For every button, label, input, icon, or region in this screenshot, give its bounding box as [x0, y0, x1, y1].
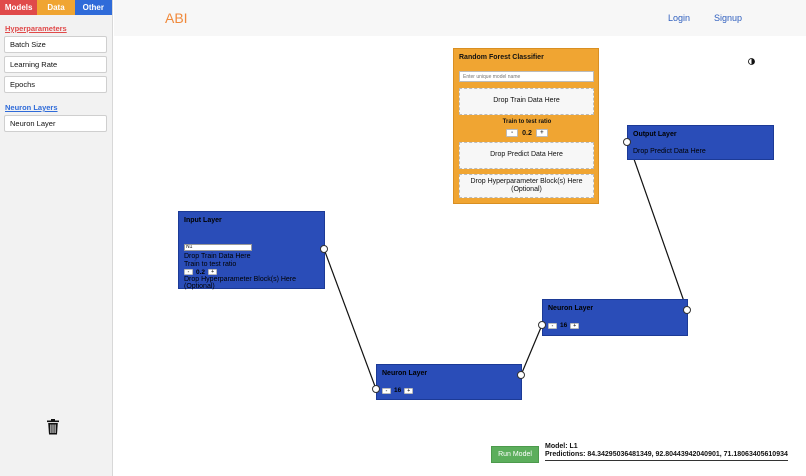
output-layer-input-handle[interactable] — [623, 138, 631, 146]
contrast-icon[interactable] — [748, 58, 755, 65]
neuron-count-stepper: - 16 + — [382, 387, 414, 394]
input-layer-title: Input Layer — [184, 217, 222, 224]
random-forest-classifier-block[interactable]: Random Forest Classifier Drop Train Data… — [453, 48, 599, 204]
input-layer-ratio-label: Train to test ratio — [184, 260, 237, 268]
rf-ratio-increment-button[interactable]: + — [535, 129, 548, 137]
input-layer-ratio-stepper: - 0.2 + — [184, 269, 309, 276]
neuron-layer-title: Neuron Layer — [548, 305, 594, 312]
tab-other[interactable]: Other — [74, 0, 112, 15]
connection-line — [323, 248, 377, 390]
input-layer-block[interactable]: Input Layer Drop Train Data Here Train t… — [178, 211, 325, 291]
signup-link[interactable]: Signup — [714, 13, 743, 23]
tab-data[interactable]: Data — [37, 0, 75, 15]
neuron-layer-input-handle[interactable] — [538, 321, 546, 329]
neuron-count-increment-button[interactable]: + — [570, 322, 580, 329]
neuron-count-decrement-button[interactable]: - — [548, 322, 557, 329]
rf-drop-predict-zone[interactable]: Drop Predict Data Here — [459, 142, 594, 169]
trash-icon[interactable] — [46, 419, 60, 435]
run-model-button[interactable]: Run Model — [491, 446, 539, 463]
rf-ratio-decrement-button[interactable]: - — [506, 129, 519, 137]
rf-drop-hyperparameter-zone[interactable]: Drop Hyperparameter Block(s) Here (Optio… — [459, 174, 594, 198]
rf-drop-train-zone[interactable]: Drop Train Data Here — [459, 88, 594, 115]
neuron-count-decrement-button[interactable]: - — [382, 387, 391, 394]
neuron-count-stepper: - 16 + — [548, 322, 580, 329]
sidebar-item-neuron-layer[interactable]: Neuron Layer — [4, 115, 107, 132]
input-layer-ratio-increment-button[interactable]: + — [208, 269, 218, 276]
connection-line — [627, 141, 688, 311]
predictions-label: Predictions: 84.34295036481349, 92.80443… — [545, 451, 788, 461]
output-layer-block[interactable]: Output Layer Drop Predict Data Here — [627, 125, 774, 160]
neuron-count-value: 16 — [560, 322, 568, 329]
neuron-layer-title: Neuron Layer — [382, 370, 428, 377]
input-layer-drop-hyperparameter-zone[interactable]: Drop Hyperparameter Block(s) Here (Optio… — [184, 275, 297, 291]
input-layer-ratio-decrement-button[interactable]: - — [184, 269, 193, 276]
sidebar: Models Data Other Hyperparameters Batch … — [0, 0, 113, 476]
output-layer-title: Output Layer — [633, 131, 677, 138]
neuron-count-value: 16 — [394, 387, 402, 394]
neuron-layer-output-handle[interactable] — [517, 371, 525, 379]
hyperparameters-section-title[interactable]: Hyperparameters — [5, 24, 67, 33]
neuron-count-increment-button[interactable]: + — [404, 387, 414, 394]
sidebar-item-batch-size[interactable]: Batch Size — [4, 36, 107, 53]
rf-model-name-input[interactable] — [459, 71, 594, 82]
model-name-label: Model: L1 — [545, 443, 578, 450]
input-layer-output-handle[interactable] — [320, 245, 328, 253]
rf-ratio-stepper: - 0.2 + — [454, 129, 600, 137]
tab-models[interactable]: Models — [0, 0, 38, 15]
input-layer-ratio-value: 0.2 — [196, 268, 206, 276]
rf-ratio-label: Train to test ratio — [502, 119, 552, 125]
connection-line — [520, 324, 543, 376]
brand-logo[interactable]: ABI — [165, 10, 188, 26]
input-layer-drop-train-zone[interactable]: Drop Train Data Here — [184, 253, 251, 260]
neuron-layer-block[interactable]: Neuron Layer - 16 + — [376, 364, 522, 400]
rf-ratio-value: 0.2 — [522, 129, 532, 137]
sidebar-item-learning-rate[interactable]: Learning Rate — [4, 56, 107, 73]
sidebar-tabs: Models Data Other — [0, 0, 112, 15]
input-layer-name-input[interactable] — [184, 243, 252, 251]
neuron-layers-section-title[interactable]: Neuron Layers — [5, 103, 58, 112]
neuron-layer-output-handle[interactable] — [683, 306, 691, 314]
neuron-layer-block[interactable]: Neuron Layer - 16 + — [542, 299, 688, 336]
rf-block-title: Random Forest Classifier — [459, 54, 544, 61]
login-link[interactable]: Login — [668, 13, 691, 23]
top-header: ABI Login Signup — [114, 0, 806, 36]
sidebar-item-epochs[interactable]: Epochs — [4, 76, 107, 93]
output-layer-drop-predict-zone[interactable]: Drop Predict Data Here — [633, 148, 706, 155]
neuron-layer-input-handle[interactable] — [372, 385, 380, 393]
